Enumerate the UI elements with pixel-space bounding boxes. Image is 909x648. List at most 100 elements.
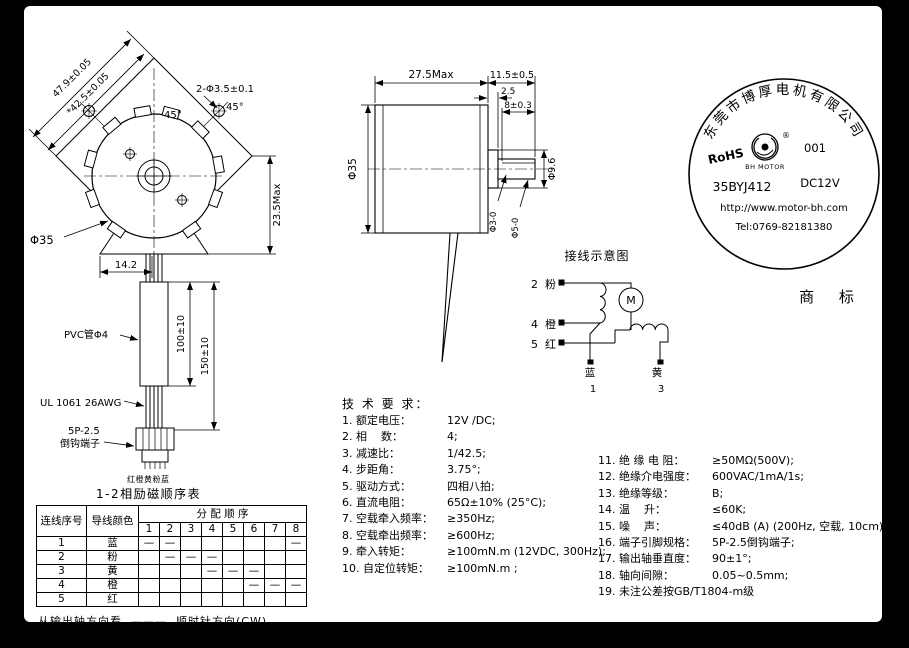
tech-requirement-line: 14. 温 升：≤60K; — [598, 503, 747, 517]
step-header-cell: 6 — [243, 522, 265, 537]
tech-requirement-line: 11. 绝 缘 电 阻：≥50MΩ(500V); — [598, 454, 794, 467]
wiring-schematic-lines — [558, 279, 669, 365]
excitation-mark-cell — [159, 564, 181, 579]
tech-requirement-line: 9. 牵入转矩：≥100mN.m (12VDC, 300Hz); — [342, 545, 606, 559]
excitation-mark-cell — [201, 578, 223, 593]
wire-colors-label: 红橙黄粉蓝 — [127, 474, 170, 484]
excitation-mark-cell: — — [159, 550, 181, 565]
excitation-mark-cell — [243, 536, 265, 551]
tech-requirement-line: 10. 自定位转矩：≥100mN.m ; — [342, 561, 518, 575]
excitation-mark-cell — [159, 592, 181, 607]
side-dimension-lines — [361, 76, 548, 234]
excitation-mark-cell — [222, 550, 244, 565]
front-view-drawing: 47.9±0.05 *42.5±0.05 2-Φ3.5±0.1 45° 45° … — [28, 30, 283, 484]
dim-angle-left: 45° — [164, 110, 182, 121]
sequence-table-footer: 从输出轴方向看 ——— 顺时针方向(CW) — [38, 615, 268, 622]
excitation-mark-cell: — — [159, 536, 181, 551]
dim-boss-length: 2.5 — [501, 87, 515, 97]
wire-color-cell: 红 — [86, 592, 139, 607]
step-header-cell: 2 — [159, 522, 181, 537]
step-header-cell: 5 — [222, 522, 244, 537]
company-website: http://www.motor-bh.com — [720, 203, 848, 214]
pin-1-number: 1 — [590, 384, 596, 395]
excitation-mark-cell — [285, 550, 307, 565]
tech-left-list: 1. 额定电压：12V /DC;2. 相 数：4;3. 减速比：1/42.5;4… — [342, 413, 606, 577]
tech-requirement-line: 16. 端子引脚规格：5P-2.5倒钩端子; — [598, 536, 795, 550]
excitation-mark-cell — [138, 578, 160, 593]
excitation-mark-cell: — — [285, 578, 307, 593]
sequence-table-title: 1-2相励磁顺序表 — [96, 487, 202, 501]
excitation-mark-cell — [180, 536, 202, 551]
excitation-mark-cell: — — [138, 536, 160, 551]
dim-offset: 14.2 — [115, 260, 137, 271]
connector-label-line1: 5P-2.5 — [68, 426, 100, 437]
excitation-mark-cell — [243, 592, 265, 607]
excitation-mark-cell — [285, 592, 307, 607]
col-header-wire-number: 连线序号 — [36, 505, 87, 537]
excitation-mark-cell — [180, 578, 202, 593]
tech-requirement-line: 19. 未注公差按GB/T1804-m级 — [598, 585, 755, 599]
pin-4-color: 橙 — [545, 317, 556, 331]
pin-1-color: 蓝 — [585, 367, 596, 379]
excitation-mark-cell — [222, 592, 244, 607]
excitation-mark-cell: — — [264, 578, 286, 593]
front-dimension-lines — [28, 30, 276, 278]
tech-requirement-line: 1. 额定电压：12V /DC; — [342, 414, 496, 427]
dim-boss-diameter: Φ9.6 — [547, 158, 558, 181]
pin-5-color: 红 — [545, 338, 556, 351]
excitation-mark-cell — [159, 578, 181, 593]
registered-mark: ® — [782, 131, 790, 140]
excitation-mark-cell: — — [201, 550, 223, 565]
wire-color-cell: 黄 — [86, 564, 139, 579]
dim-shaft-total: 11.5±0.5 — [490, 70, 534, 81]
excitation-mark-cell: — — [285, 536, 307, 551]
excitation-mark-cell — [264, 592, 286, 607]
pin-3-color: 黄 — [652, 366, 663, 379]
dim-side-body-diameter: Φ35 — [347, 158, 359, 180]
dim-body-length: 27.5Max — [408, 69, 453, 81]
motor-voltage: DC12V — [800, 176, 840, 190]
wire-color-cell: 橙 — [86, 578, 139, 593]
connector-label-line2: 倒钩端子 — [60, 437, 100, 450]
dim-body-diameter: Φ35 — [30, 233, 54, 247]
excitation-mark-cell — [285, 564, 307, 579]
wiring-texts: M 2 粉 4 橙 5 红 蓝 1 黄 3 — [531, 278, 664, 395]
pin-3-number: 3 — [658, 384, 664, 395]
trademark-caption: 商 标 — [799, 288, 864, 306]
excitation-mark-cell: — — [243, 578, 265, 593]
side-view-texts: 27.5Max 11.5±0.5 2.5 8±0.3 Φ35 Φ9.6 Φ3-0… — [347, 69, 558, 238]
tech-requirements-left: 技 术 要 求： 1. 额定电压：12V /DC;2. 相 数：4;3. 减速比… — [342, 396, 606, 577]
dim-flat-length: 8±0.3 — [504, 101, 532, 111]
wire-number-cell: 2 — [36, 550, 87, 565]
wire-number-cell: 5 — [36, 592, 87, 607]
excitation-mark-cell — [201, 592, 223, 607]
pin-2-number: 2 — [531, 278, 538, 291]
excitation-mark-cell: — — [243, 564, 265, 579]
sequence-header-row: 连线序号 导线颜色 分 配 顺 序 — [36, 505, 307, 537]
step-header-cell: 8 — [285, 522, 307, 537]
excitation-mark-cell — [180, 564, 202, 579]
wire-number-cell: 3 — [36, 564, 87, 579]
tech-requirement-line: 3. 减速比：1/42.5; — [342, 446, 486, 460]
rohs-mark: RoHS — [707, 146, 745, 167]
excitation-mark-cell — [201, 536, 223, 551]
lead-wire-assembly — [135, 281, 175, 469]
tech-requirement-line: 6. 直流电阻：65Ω±10% (25°C); — [342, 496, 547, 510]
tech-requirement-line: 2. 相 数：4; — [342, 430, 458, 444]
motor-symbol: M — [626, 294, 636, 307]
excitation-mark-cell: — — [222, 564, 244, 579]
excitation-mark-cell — [138, 564, 160, 579]
bh-motor-logo-icon — [751, 133, 779, 161]
tech-requirement-line: 15. 噪 声：≤40dB (A) (200Hz, 空载, 10cm); — [598, 519, 882, 533]
tech-requirement-line: 18. 轴向间隙：0.05~0.5mm; — [598, 568, 789, 582]
drawing-sheet: 47.9±0.05 *42.5±0.05 2-Φ3.5±0.1 45° 45° … — [24, 6, 882, 622]
excitation-mark-cell — [264, 536, 286, 551]
tech-requirement-line: 12. 绝缘介电强度：600VAC/1mA/1s; — [598, 470, 804, 484]
